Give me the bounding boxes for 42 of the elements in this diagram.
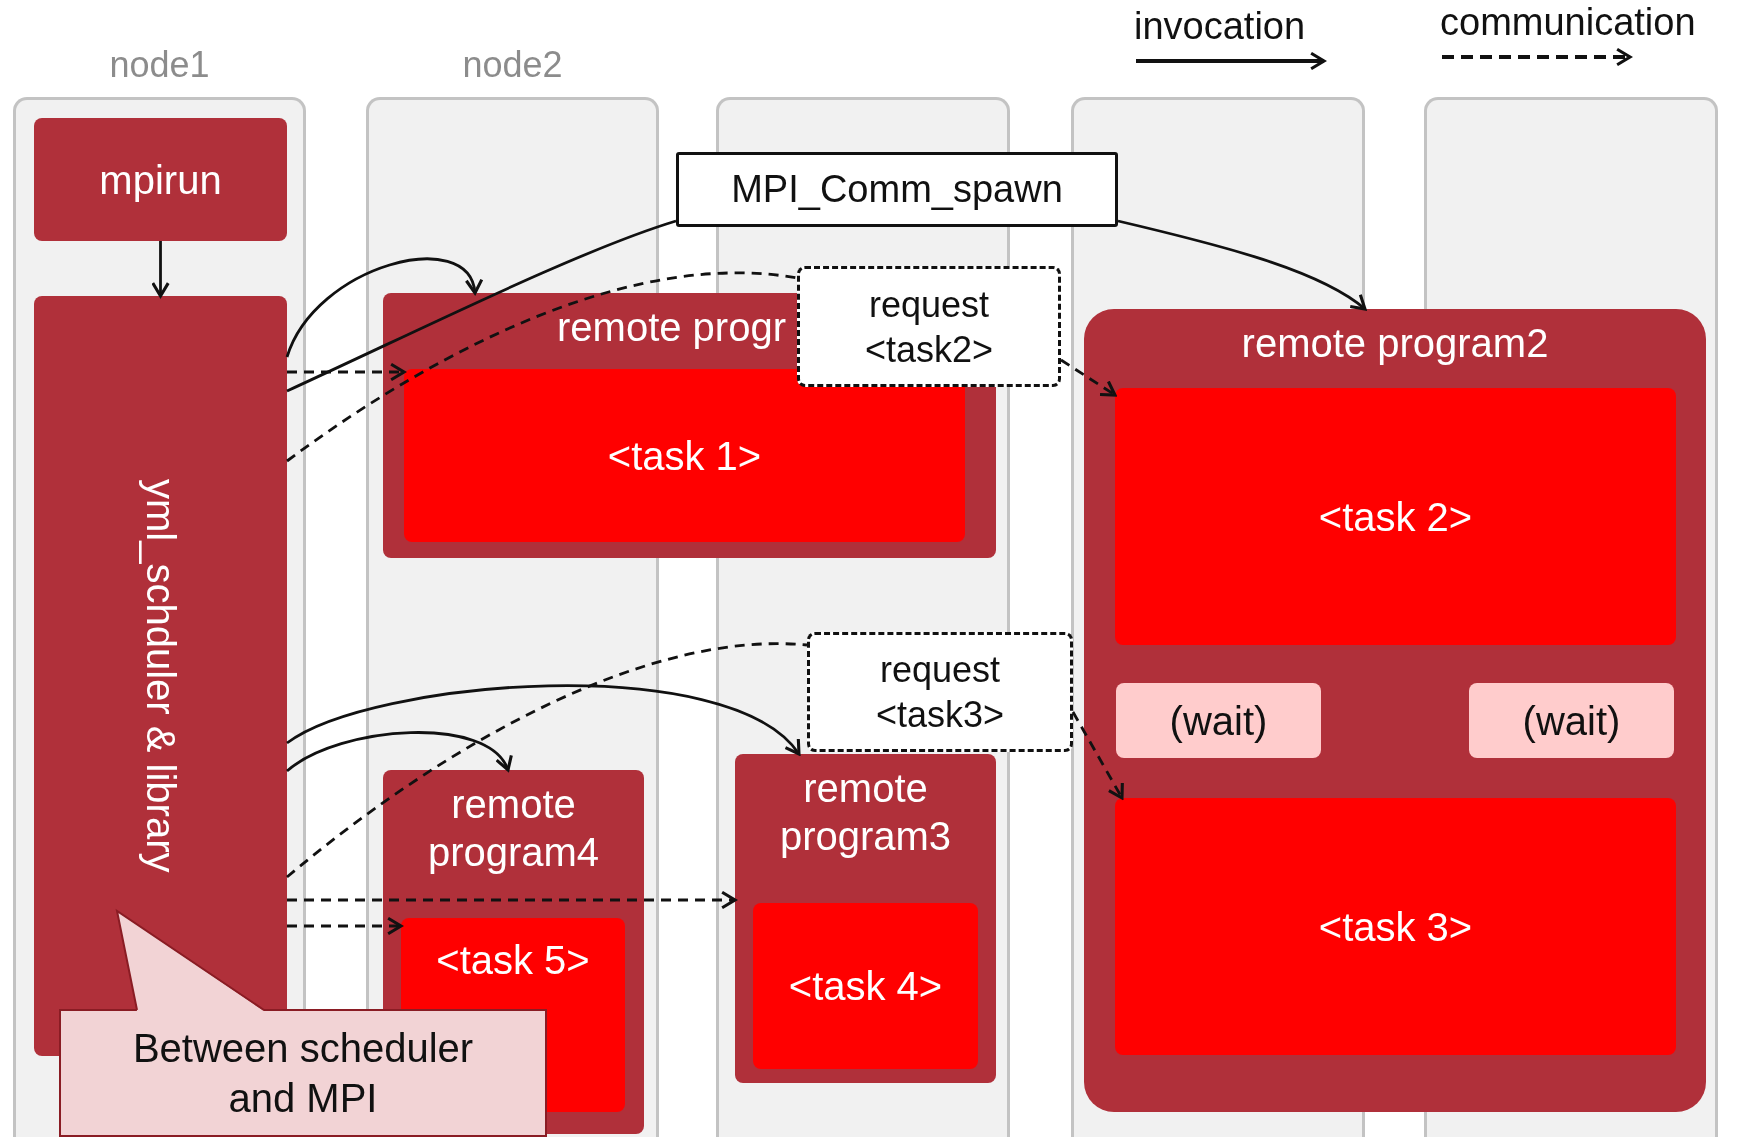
program-box (735, 754, 996, 1083)
dashed-arrow (1071, 711, 1124, 800)
arrow (285, 257, 481, 358)
task-label: <task 4> (788, 963, 943, 1010)
task-box (1115, 798, 1676, 1055)
request-label: request <task3> (874, 648, 1006, 737)
request-label: request <task2> (863, 282, 995, 372)
legend-label: communication (1440, 0, 1696, 44)
box-label: yml_schduler & library (137, 479, 184, 873)
task-box (404, 369, 965, 542)
function-label: MPI_Comm_spawn (731, 166, 1063, 212)
arrow (151, 241, 170, 298)
program-box (1084, 309, 1706, 1112)
lane-heading: node1 (108, 43, 211, 87)
dashed-arrow (287, 362, 406, 382)
arrow (286, 684, 801, 756)
task-label: <task 2> (1318, 493, 1473, 541)
box-label: remote program4 (426, 781, 601, 876)
legend-label: invocation (1134, 4, 1306, 48)
process-box (34, 118, 287, 241)
lane-heading: node2 (461, 43, 564, 87)
box-label: remote program3 (778, 765, 953, 860)
wait-label: (wait) (1522, 697, 1621, 745)
box-label: remote progr (557, 304, 786, 351)
arrow (1117, 219, 1367, 311)
task-label: <task 1> (607, 432, 762, 480)
callout-text: Between scheduler and MPI (131, 1025, 475, 1122)
task-label: <task 5> (436, 937, 590, 984)
function-box (676, 152, 1118, 227)
dashed-arrow (287, 916, 403, 936)
box-label: remote program2 (1241, 320, 1549, 367)
task-box (1115, 388, 1676, 645)
task-box (753, 903, 978, 1069)
program-box (383, 293, 996, 558)
dashed-arrow (287, 890, 737, 910)
task-label: <task 3> (1318, 903, 1473, 951)
dashed-arrow (1060, 358, 1117, 397)
wait-label: (wait) (1169, 697, 1268, 745)
box-label: mpirun (99, 156, 222, 204)
arrow (286, 731, 510, 773)
request-box (807, 632, 1073, 752)
request-box (797, 266, 1061, 387)
